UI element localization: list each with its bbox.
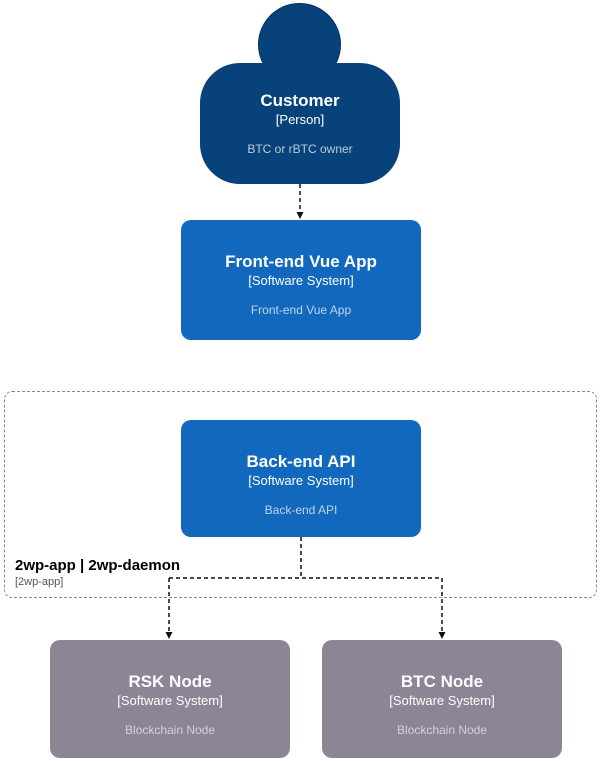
boundary-label: 2wp-app | 2wp-daemon [2wp-app] [15, 557, 180, 589]
rsk-subtitle: [Software System] [117, 693, 223, 708]
backend-description: Back-end API [264, 503, 338, 517]
frontend-title: Front-end Vue App [225, 252, 377, 271]
boundary-title: 2wp-app | 2wp-daemon [15, 557, 181, 574]
frontend-system-box: Front-end Vue App [Software System] Fron… [181, 220, 421, 340]
rsk-title: RSK Node [128, 672, 212, 691]
btc-subtitle: [Software System] [389, 693, 495, 708]
frontend-description: Front-end Vue App [250, 303, 352, 317]
rsk-description: Blockchain Node [124, 723, 216, 737]
customer-description: BTC or rBTC owner [247, 142, 353, 156]
btc-node-box: BTC Node [Software System] Blockchain No… [322, 640, 562, 758]
backend-system-box: Back-end API [Software System] Back-end … [181, 420, 421, 537]
backend-subtitle: [Software System] [248, 473, 354, 488]
frontend-subtitle: [Software System] [248, 273, 354, 288]
boundary-subtitle: [2wp-app] [15, 576, 64, 588]
backend-title: Back-end API [246, 452, 356, 471]
rsk-node-box: RSK Node [Software System] Blockchain No… [50, 640, 290, 758]
btc-title: BTC Node [400, 672, 484, 691]
btc-description: Blockchain Node [396, 723, 488, 737]
customer-subtitle: [Person] [275, 112, 325, 127]
customer-title: Customer [260, 91, 340, 110]
customer-person-box: Customer [Person] BTC or rBTC owner [200, 63, 400, 184]
boundary-2wp-app: 2wp-app | 2wp-daemon [2wp-app] [4, 391, 597, 598]
